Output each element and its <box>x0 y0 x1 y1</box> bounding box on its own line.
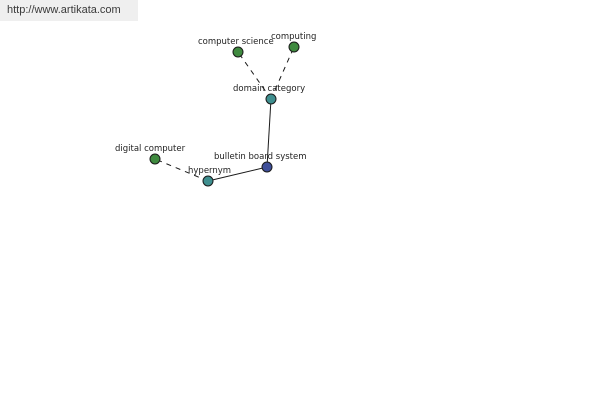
node-domain[interactable] <box>265 93 277 105</box>
node-hypernym[interactable] <box>202 175 214 187</box>
node-computing[interactable] <box>288 41 300 53</box>
watermark: http://www.artikata.com <box>0 0 138 21</box>
edge-bbs-domain <box>266 98 272 168</box>
edge-bbs-hypernym <box>207 166 268 182</box>
node-label-hypernym: hypernym <box>188 166 231 176</box>
watermark-url: http://www.artikata.com <box>7 4 121 16</box>
node-label-bbs: bulletin board system <box>214 152 307 162</box>
node-label-computing: computing <box>271 32 316 42</box>
node-digital[interactable] <box>149 153 161 165</box>
node-label-cs: computer science <box>198 37 274 47</box>
node-bbs[interactable] <box>261 161 273 173</box>
node-cs[interactable] <box>232 46 244 58</box>
node-label-domain: domain category <box>233 84 305 94</box>
node-label-digital: digital computer <box>115 144 186 154</box>
